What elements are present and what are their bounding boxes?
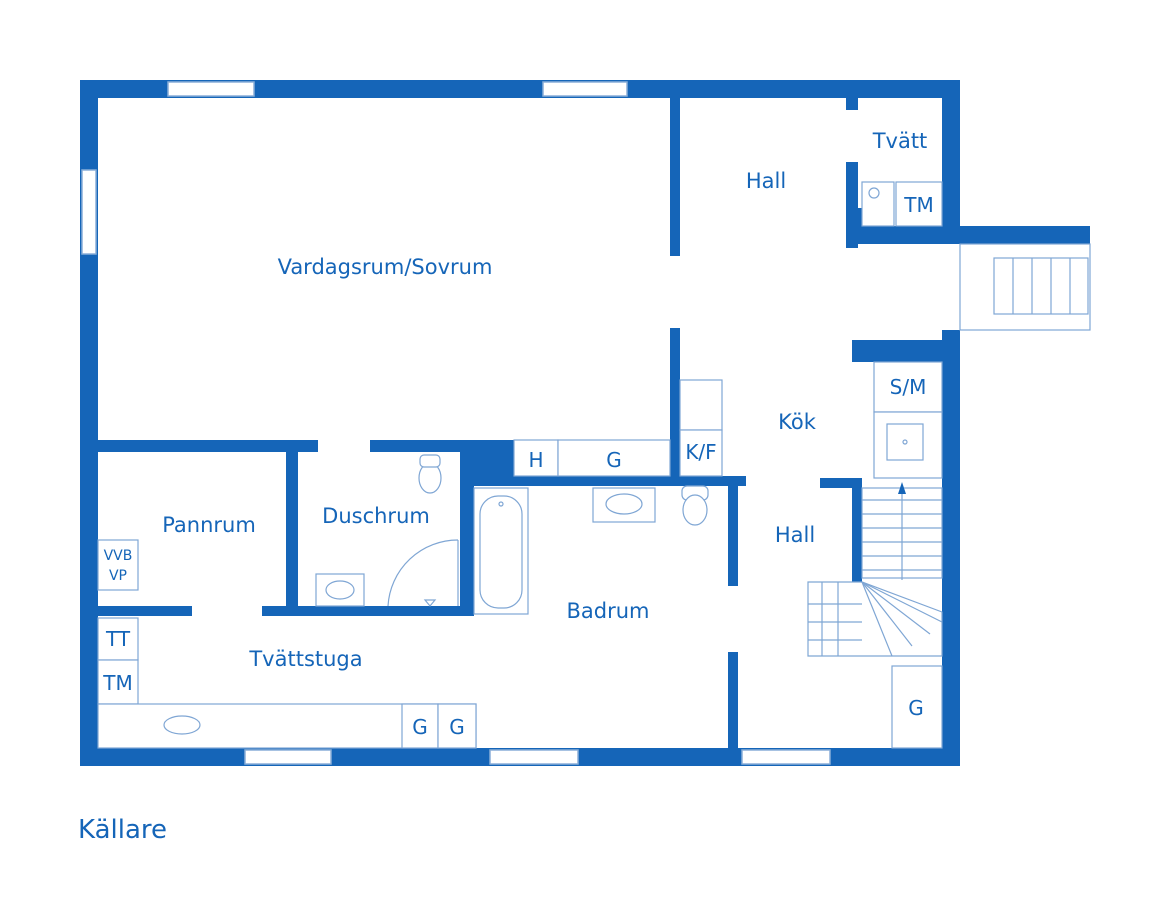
fixture-g2-label: G [449,715,465,739]
badrum-fixtures [473,485,709,615]
fixture-g-hall-label: G [908,696,924,720]
kitchen-counter [513,379,723,477]
entrance-steps [959,243,1091,331]
fixture-sm-label: S/M [890,375,927,399]
stairs [807,482,943,657]
room-pannrum-label: Pannrum [162,513,256,537]
pannrum-fixtures [97,539,139,591]
hall-cabinet [891,665,943,749]
room-tvattstuga-label: Tvättstuga [248,647,362,671]
room-tvatt-label: Tvätt [872,129,928,153]
room-hall-top-label: Hall [746,169,786,193]
fixture-tm-top-label: TM [903,193,933,217]
room-badrum-label: Badrum [566,599,649,623]
floor-title: Källare [78,815,168,845]
fixture-g1-label: G [412,715,428,739]
kitchen-right-fixtures [873,361,943,479]
duschrum-fixtures [315,454,459,607]
room-labels: Vardagsrum/Sovrum Hall Tvätt Kök Hall Pa… [162,129,927,671]
fixture-kf-label: K/F [685,440,716,464]
room-hall-mid-label: Hall [775,523,815,547]
fixture-vp-label: VP [109,568,127,584]
fixture-tm-bottom-label: TM [102,671,132,695]
windows [81,81,831,765]
tvatt-fixtures [861,181,943,227]
fixture-labels: TM S/M H G K/F VVB VP TT TM G G G [102,193,933,739]
room-duschrum-label: Duschrum [322,504,430,528]
fixture-tt-label: TT [105,627,131,651]
fixture-h-label: H [528,448,543,472]
room-vardagsrum-label: Vardagsrum/Sovrum [278,255,493,279]
tvattstuga-fixtures [97,617,477,749]
fixture-vvb-label: VVB [104,548,133,564]
fixture-g-kitchen-label: G [606,448,622,472]
room-kok-label: Kök [778,410,817,434]
